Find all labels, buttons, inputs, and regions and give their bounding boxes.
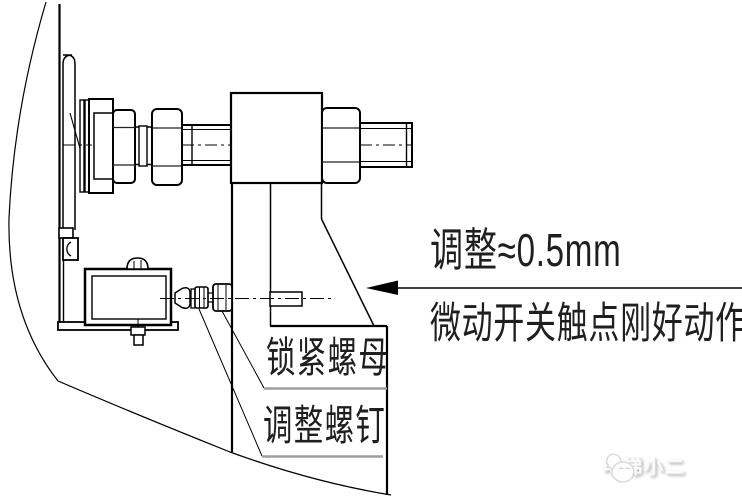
hex-nut-left <box>112 109 136 184</box>
leader-line-adjust-screw <box>198 308 263 457</box>
adjust-screw-label: 调整螺钉 <box>263 402 387 449</box>
mounting-plate <box>58 4 86 330</box>
bolt-neck-washer <box>135 125 152 167</box>
lock-nut-label: 锁紧螺母 <box>266 334 390 381</box>
mounting-block <box>229 91 324 185</box>
dimension-note-text: 调整≈0.5mm <box>430 224 622 276</box>
switch-dome <box>126 257 149 270</box>
watermark: 电梯小二 <box>602 452 686 483</box>
mascot-icon <box>606 453 638 483</box>
bracket-leg <box>230 183 375 452</box>
action-note-text: 微动开关触点刚好动作 <box>430 300 742 348</box>
wheel-arc <box>8 1 392 496</box>
micro-switch-body <box>83 267 173 327</box>
switch-bottom-screw <box>130 319 146 346</box>
bolt-washer-stack <box>79 98 114 194</box>
hex-nut-middle <box>151 108 183 186</box>
dimension-arrow <box>366 280 742 295</box>
adjust-screw-nut <box>194 286 213 309</box>
lock-nut <box>212 283 233 312</box>
leader-line-lock-nut <box>221 310 265 389</box>
hex-nut-right <box>321 107 361 184</box>
label-panel-border <box>270 324 389 495</box>
